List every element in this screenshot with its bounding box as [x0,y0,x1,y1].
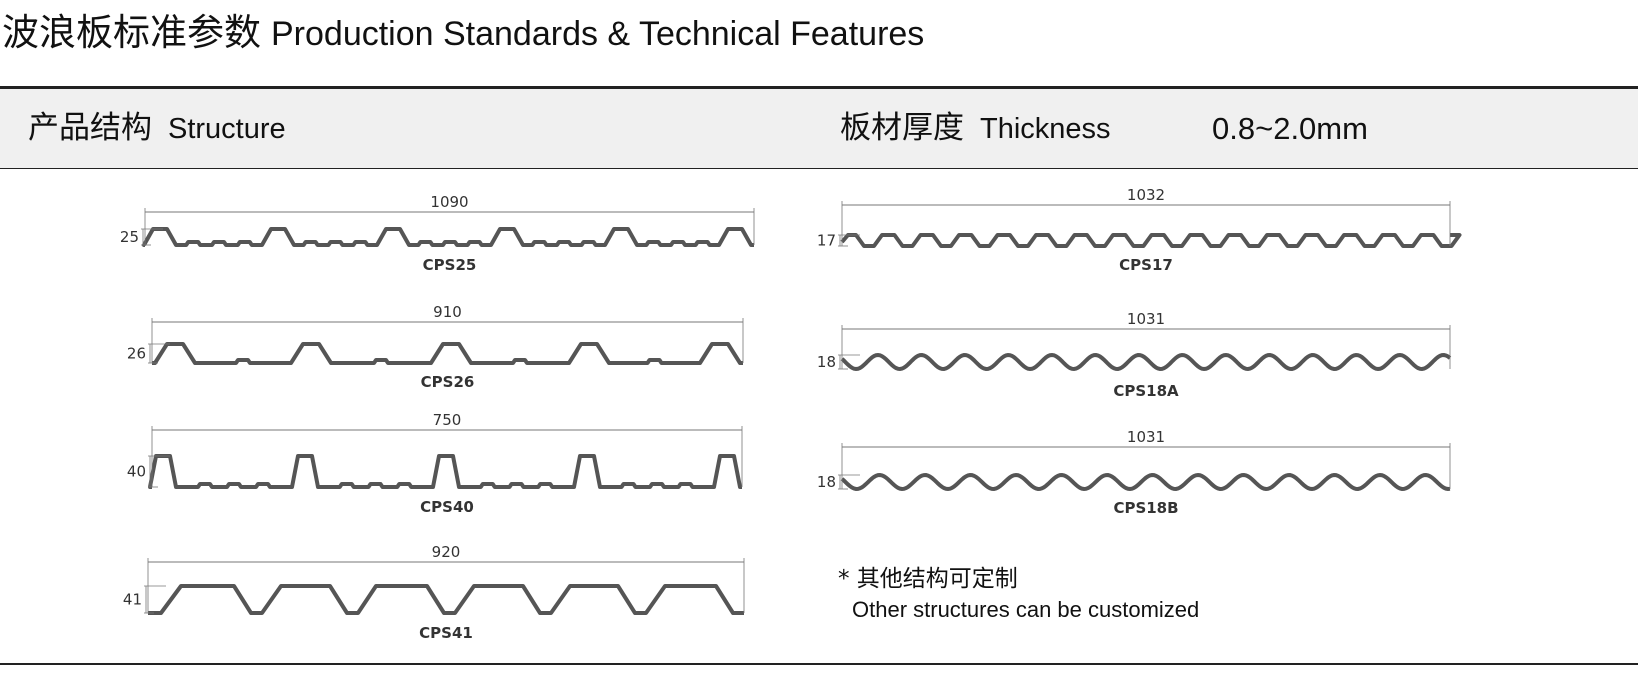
cps18b-code-label: CPS18B [1113,499,1178,517]
cps18a-code-label: CPS18A [1113,382,1179,400]
cps17-width-label: 1032 [1127,186,1165,204]
structure-label-cn: 产品结构 [28,110,152,146]
cps40-height-label: 40 [127,463,146,481]
custom-note-en: Other structures can be customized [852,597,1200,622]
thickness-value: 0.8~2.0mm [1212,111,1368,146]
page-title-en: Production Standards & Technical Feature… [271,15,925,53]
thickness-label-en: Thickness [980,113,1111,145]
cps40-profile [148,454,742,489]
cps18a-width-label: 1031 [1127,310,1165,328]
cps17-code-label: CPS17 [1119,256,1173,274]
cps25-profile [142,227,754,247]
spec-band: 产品结构 Structure 板材厚度 Thickness 0.8~2.0mm [0,86,1638,169]
cps40-width-label: 750 [433,411,462,429]
cps26-width-label: 910 [433,303,462,321]
cps18b-height-label: 18 [817,473,836,491]
cps17-height-label: 17 [817,232,836,250]
cps41-height-label: 41 [123,591,142,609]
cps18a-height-label: 18 [817,353,836,371]
structure-label-en: Structure [168,113,286,145]
custom-note-cn: * 其他结构可定制 [838,566,1018,592]
cps18b-profile [840,472,1451,492]
cps18b-width-label: 1031 [1127,428,1165,446]
footer-divider [0,663,1638,665]
cps25-height-label: 25 [120,228,139,246]
cps25-code-label: CPS25 [423,256,477,274]
cps25-width-label: 1090 [430,193,468,211]
cps26-height-label: 26 [127,345,146,363]
cps17-profile [840,233,1462,248]
cps41-profile [148,584,744,615]
cps18a-profile [840,352,1452,372]
page-title-cn: 波浪板标准参数 [2,11,261,54]
cps26-profile [152,342,743,365]
cps40-code-label: CPS40 [420,498,474,516]
thickness-label-cn: 板材厚度 [840,110,964,146]
structure-label: 产品结构 Structure [28,89,286,168]
thickness-label: 板材厚度 Thickness [840,89,1111,168]
page-title: 波浪板标准参数 Production Standards & Technical … [2,8,924,59]
cps41-code-label: CPS41 [419,624,473,642]
cps41-width-label: 920 [432,543,461,561]
custom-note: * 其他结构可定制 Other structures can be custom… [838,563,1199,625]
cps26-code-label: CPS26 [421,373,475,391]
